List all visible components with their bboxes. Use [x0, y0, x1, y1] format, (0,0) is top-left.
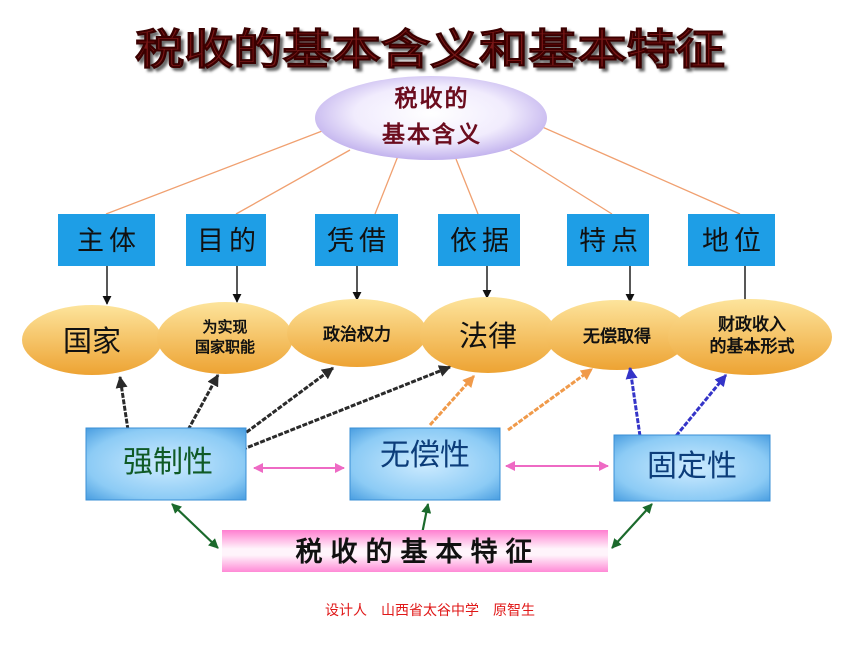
summary-bar: 税收的基本特征: [222, 530, 608, 572]
aspect-label-purpose: 目的: [197, 226, 261, 257]
connector-status: [539, 125, 741, 215]
answer-oval-reliance: [287, 299, 427, 367]
arrow-coercive-to-power: [235, 366, 334, 442]
arrow-fixed-to-revenue: [674, 374, 728, 437]
answer-text-reliance: 政治权力: [323, 324, 391, 345]
answer-text-feature: 无偿取得: [582, 326, 651, 347]
aspect-box-feature: [567, 214, 649, 266]
characteristic-label-gratuitous: 无偿性: [380, 438, 470, 473]
center-node-line1: 税收的: [395, 85, 470, 112]
answer-oval-purpose: [157, 302, 293, 374]
arrow-coercive-to-purpose: [186, 373, 220, 431]
aspect-box-basis: [438, 214, 520, 266]
aspect-boxes: 主体 目的 凭借 依据 特点 地位: [58, 214, 775, 266]
answer-oval-basis: [420, 297, 556, 373]
aspect-label-subject: 主体: [77, 226, 141, 257]
characteristic-box-gratuitous: [349, 427, 501, 501]
footer-credit: 设计人 山西省太谷中学 原智生: [325, 603, 535, 619]
aspect-box-status: [688, 214, 775, 266]
connector-reliance: [374, 155, 399, 215]
characteristic-label-fixed: 固定性: [647, 449, 737, 484]
center-connectors: [105, 125, 741, 215]
answer-text-purpose-line2: 国家职能: [195, 338, 255, 356]
answer-oval-feature: [545, 300, 689, 370]
answer-text-basis: 法律: [459, 319, 517, 353]
aspect-label-status: 地位: [702, 226, 766, 257]
answer-oval-subject: [22, 305, 162, 375]
aspect-box-subject: [58, 214, 155, 266]
arrow-fixed-to-free: [625, 366, 642, 437]
connector-subject: [105, 127, 331, 215]
connector-purpose: [235, 149, 351, 215]
gratuitous-arrows: [428, 367, 593, 432]
link-fixed-summary: [611, 503, 653, 549]
answer-text-purpose-line1: 为实现: [202, 318, 247, 336]
characteristic-boxes: 强制性 无偿性 固定性: [85, 427, 771, 502]
connector-basis: [455, 158, 479, 215]
fixed-arrows: [625, 366, 728, 437]
aspect-label-basis: 依据: [450, 226, 514, 257]
connector-feature: [509, 149, 613, 215]
answer-oval-status: [668, 299, 832, 375]
aspect-box-purpose: [186, 214, 266, 266]
center-node-line2: 基本含义: [382, 121, 482, 148]
answer-text-subject: 国家: [63, 324, 121, 358]
arrow-gratuitous-to-free: [507, 367, 593, 432]
summary-bar-label: 税收的基本特征: [296, 536, 541, 568]
arrow-gratuitous-to-law: [428, 374, 476, 427]
arrow-coercive-to-state: [115, 375, 130, 431]
center-node-ellipse: [315, 76, 547, 160]
answer-ovals: 国家 为实现 国家职能 政治权力 法律 无偿取得 财政收入 的基本形式: [22, 297, 832, 375]
aspect-box-reliance: [315, 214, 398, 266]
center-node: 税收的 基本含义: [315, 76, 547, 160]
answer-text-status-line2: 的基本形式: [710, 336, 795, 357]
coercive-arrows: [115, 365, 452, 454]
characteristic-box-coercive: [85, 427, 247, 501]
summary-bar-background: [222, 530, 608, 572]
characteristic-links: [253, 461, 609, 473]
page-title: 税收的基本含义和基本特征: [135, 25, 725, 74]
aspect-arrows: [102, 266, 746, 305]
answer-text-status-line1: 财政收入: [717, 314, 786, 335]
characteristic-label-coercive: 强制性: [123, 445, 213, 480]
arrow-coercive-to-law: [235, 365, 452, 454]
aspect-label-feature: 特点: [579, 226, 643, 257]
aspect-label-reliance: 凭借: [327, 226, 391, 257]
characteristic-box-fixed: [613, 434, 771, 502]
link-coercive-summary: [171, 503, 219, 549]
